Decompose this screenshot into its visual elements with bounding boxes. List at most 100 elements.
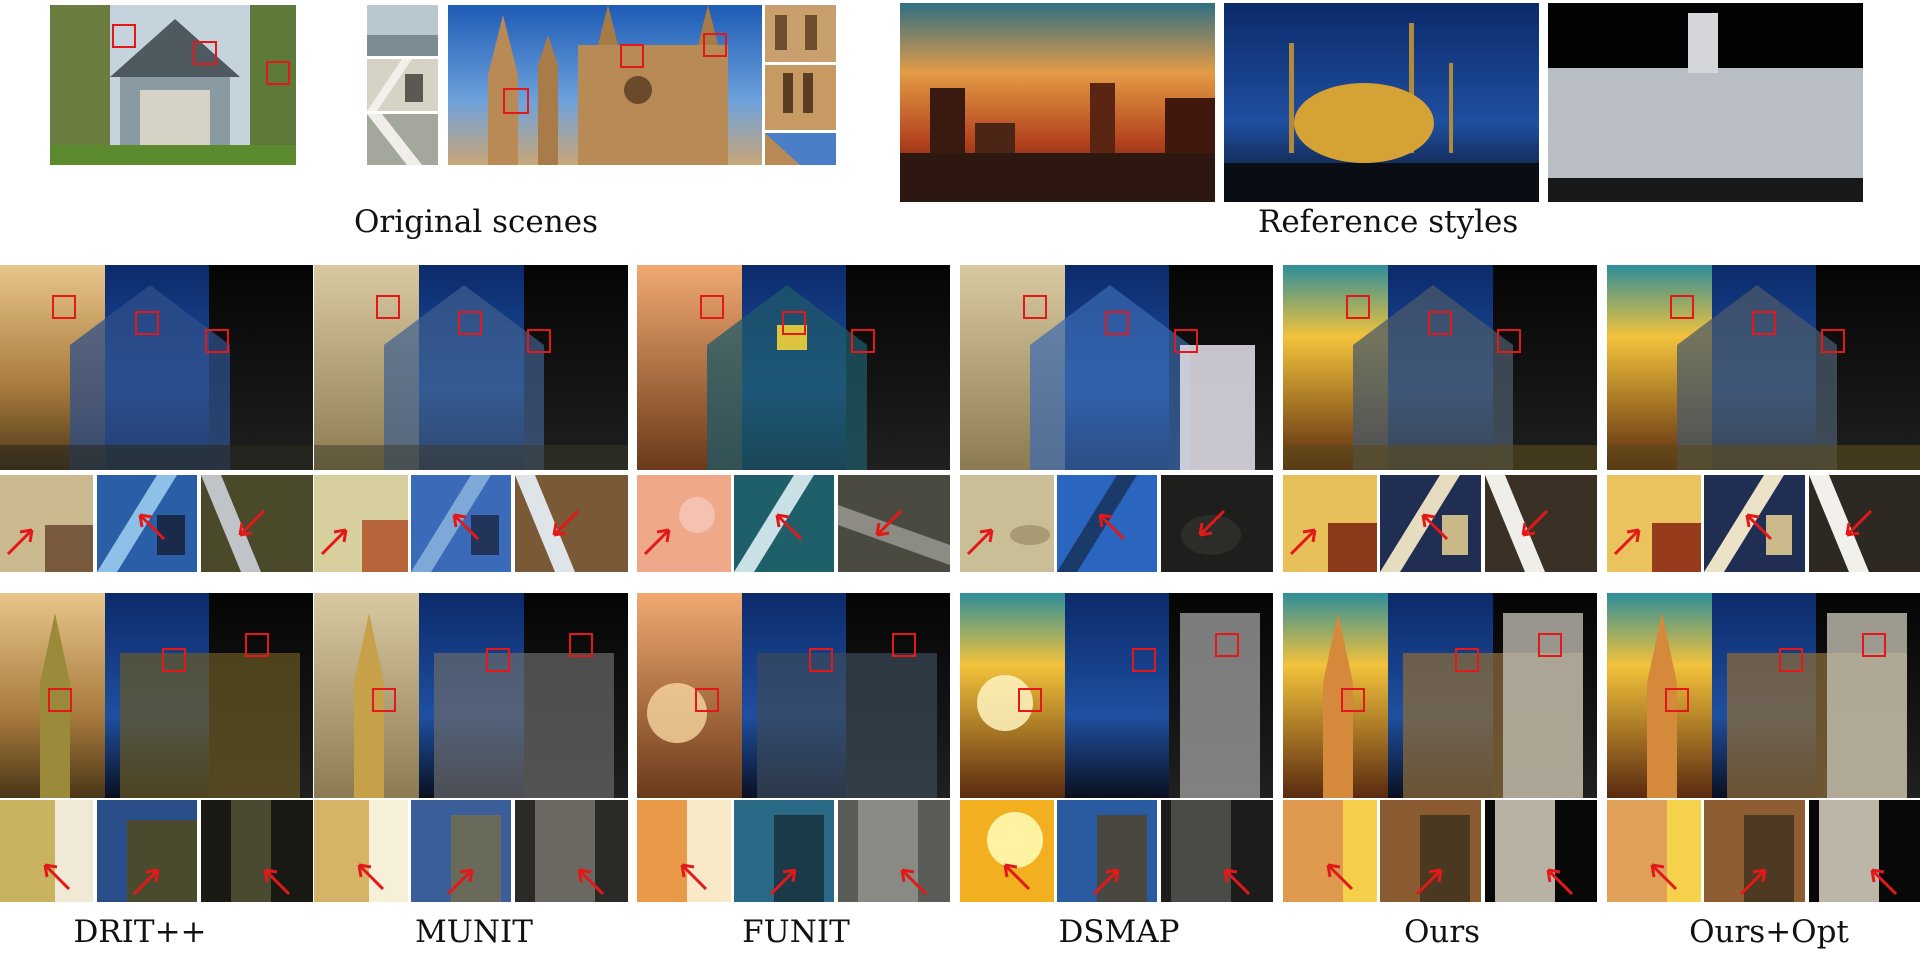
funit-cathedral-crop-3 [838,800,950,902]
arrow-icon [1413,505,1453,545]
oursopt-cathedral-crop-2 [1704,800,1805,902]
highlight-box [569,633,593,657]
arrow-icon [130,505,170,545]
arrow-icon [767,505,807,545]
highlight-box [1497,329,1521,353]
arrow-icon [128,860,168,900]
original-scene-house [50,5,296,165]
arrow-icon [639,520,679,560]
highlight-box [52,295,76,319]
oursopt-house-result [1607,265,1920,470]
highlight-box [486,648,510,672]
ours-cathedral-crop-2 [1380,800,1481,902]
highlight-box [809,648,833,672]
highlight-box [1862,633,1886,657]
dsmap-house-crop-3 [1161,475,1273,572]
highlight-box [700,295,724,319]
dsmap-house-result [960,265,1273,470]
highlight-box [1023,295,1047,319]
original-crop-house-1 [367,5,438,56]
ours-cathedral-crop-1 [1283,800,1377,902]
oursopt-house-crop-3 [1809,475,1920,572]
highlight-box [1215,633,1239,657]
highlight-box [782,311,806,335]
method-caption-ours: Ours [1403,914,1481,950]
highlight-box [1821,329,1845,353]
oursopt-cathedral-result [1607,593,1920,798]
ours-house-result [1283,265,1597,470]
ours-cathedral-crop-3 [1485,800,1597,902]
highlight-box [1132,648,1156,672]
original-crop-house-3 [367,114,438,165]
arrow-icon [544,505,584,545]
highlight-box [1455,648,1479,672]
arrow-icon [867,505,907,545]
arrow-icon [1862,860,1902,900]
highlight-box [376,295,400,319]
munit-cathedral-crop-2 [411,800,511,902]
highlight-box [1752,311,1776,335]
method-caption-drit: DRIT++ [73,914,207,950]
highlight-box [703,33,727,57]
highlight-box [503,88,529,114]
highlight-box [135,311,159,335]
arrow-icon [1190,505,1230,545]
arrow-icon [1215,860,1255,900]
highlight-box [851,329,875,353]
highlight-box [620,44,644,68]
arrow-icon [1735,860,1775,900]
original-crop-cathedral-1 [765,5,836,62]
original-crop-house-2 [367,59,438,111]
munit-house-crop-3 [515,475,628,572]
arrow-icon [672,855,712,895]
funit-house-crop-2 [734,475,834,572]
arrow-icon [1642,855,1682,895]
arrow-icon [1411,860,1451,900]
munit-cathedral-crop-1 [314,800,408,902]
drit-house-crop-1 [0,475,93,572]
oursopt-house-crop-1 [1607,475,1701,572]
dsmap-house-crop-1 [960,475,1054,572]
dsmap-cathedral-crop-1 [960,800,1054,902]
method-caption-ours-opt: Ours+Opt [1689,914,1849,950]
highlight-box [162,648,186,672]
munit-cathedral-result [314,593,628,798]
arrow-icon [1318,855,1358,895]
drit-cathedral-crop-1 [0,800,93,902]
ours-house-crop-1 [1283,475,1377,572]
arrow-icon [1737,505,1777,545]
funit-house-crop-1 [637,475,731,572]
arrow-icon [569,860,609,900]
highlight-box [1105,311,1129,335]
reference-style-blue-mosque [1224,3,1539,202]
arrow-icon [962,520,1002,560]
oursopt-cathedral-crop-3 [1809,800,1920,902]
highlight-box [245,633,269,657]
ours-house-crop-3 [1485,475,1597,572]
highlight-box [266,61,290,85]
highlight-box [458,311,482,335]
highlight-box [1174,329,1198,353]
highlight-box [205,329,229,353]
arrow-icon [995,855,1035,895]
highlight-box [48,688,72,712]
method-caption-dsmap: DSMAP [1058,914,1180,950]
drit-house-crop-3 [201,475,313,572]
arrow-icon [35,855,75,895]
highlight-box [892,633,916,657]
reference-style-night-palace [1548,3,1863,202]
highlight-box [1018,688,1042,712]
funit-cathedral-crop-2 [734,800,834,902]
highlight-box [1779,648,1803,672]
arrow-icon [1538,860,1578,900]
highlight-box [1341,688,1365,712]
arrow-icon [316,520,356,560]
arrow-icon [1609,520,1649,560]
highlight-box [1538,633,1562,657]
arrow-icon [2,520,42,560]
drit-cathedral-crop-3 [201,800,313,902]
funit-cathedral-crop-1 [637,800,731,902]
arrow-icon [1090,505,1130,545]
drit-house-result [0,265,313,470]
dsmap-cathedral-crop-3 [1161,800,1273,902]
